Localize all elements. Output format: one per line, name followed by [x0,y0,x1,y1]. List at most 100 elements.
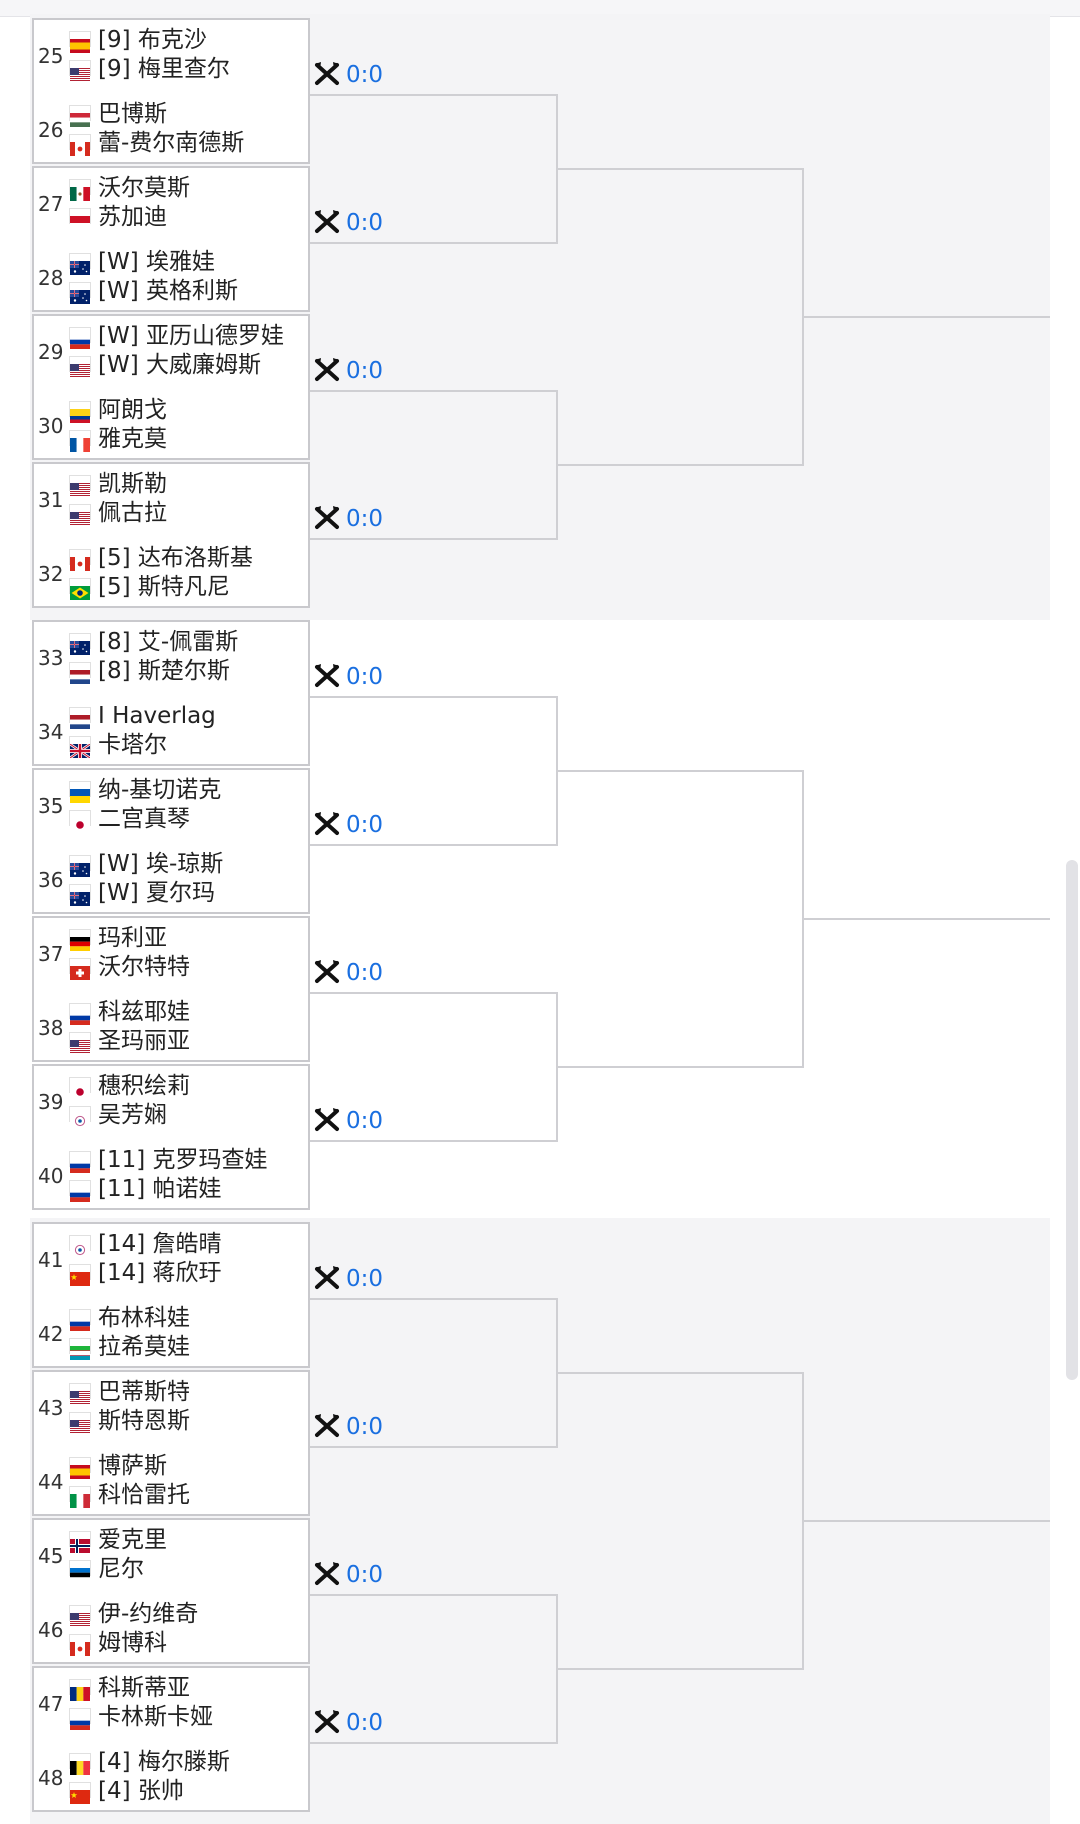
country-flag-icon [70,579,90,600]
player-row[interactable]: [11] 帕诺娃 [70,1175,222,1204]
player-slot[interactable]: 33[8] 艾-佩雷斯[8] 斯楚尔斯 [34,622,310,694]
player-slot[interactable]: 41[14] 詹皓晴[14] 蒋欣玗 [34,1224,310,1296]
match-score[interactable]: 0:0 [314,1106,383,1136]
player-row[interactable]: 卡塔尔 [69,731,167,760]
player-row[interactable]: 斯特恩斯 [70,1407,190,1436]
player-row[interactable]: 姆博科 [70,1629,167,1658]
player-row[interactable]: [4] 梅尔滕斯 [70,1748,230,1777]
player-row[interactable]: 卡林斯卡娅 [70,1703,213,1732]
player-row[interactable]: 二宫真琴 [70,805,190,834]
bracket-line [556,1594,558,1744]
player-slot[interactable]: 25[9] 布克沙[9] 梅里查尔 [34,20,310,92]
match-score[interactable]: 0:0 [314,1708,383,1738]
player-name: 穗积绘莉 [98,1073,190,1099]
player-row[interactable]: [8] 艾-佩雷斯 [70,628,238,657]
match-score[interactable]: 0:0 [314,60,383,90]
match-score[interactable]: 0:0 [314,208,383,238]
player-row[interactable]: [W] 夏尔玛 [70,879,215,908]
player-row[interactable]: 科斯蒂亚 [70,1674,190,1703]
crossed-rackets-icon [314,959,340,985]
bracket-line [802,168,804,466]
player-row[interactable]: [W] 埃雅娃 [70,248,215,277]
player-row[interactable]: 科兹耶娃 [70,998,190,1027]
crossed-rackets-icon [314,1107,340,1133]
player-row[interactable]: 圣玛丽亚 [70,1027,190,1056]
player-row[interactable]: 沃尔特特 [70,953,190,982]
player-row[interactable]: 凯斯勒 [70,470,167,499]
player-row[interactable]: [5] 斯特凡尼 [70,573,230,602]
player-row[interactable]: [11] 克罗玛查娃 [70,1146,268,1175]
player-row[interactable]: [W] 埃-琼斯 [70,850,223,879]
player-row[interactable]: 巴蒂斯特 [70,1378,190,1407]
player-row[interactable]: 博萨斯 [70,1452,167,1481]
player-row[interactable]: 阿朗戈 [70,396,167,425]
player-name: 卡林斯卡娅 [98,1704,213,1730]
match-score[interactable]: 0:0 [314,1560,383,1590]
player-row[interactable]: [W] 英格利斯 [70,277,238,306]
player-row[interactable]: 蕾-费尔南德斯 [70,129,244,158]
match-score[interactable]: 0:0 [314,1412,383,1442]
player-row[interactable]: 伊-约维奇 [70,1600,198,1629]
player-row[interactable]: [14] 蒋欣玗 [70,1259,222,1288]
bracket-line [802,1372,804,1670]
player-row[interactable]: 穗积绘莉 [70,1072,190,1101]
draw-position-number: 29 [38,340,64,364]
player-row[interactable]: 苏加迪 [70,203,167,232]
player-slot[interactable]: 28[W] 埃雅娃[W] 英格利斯 [34,242,310,314]
country-flag-icon [70,1004,90,1025]
player-row[interactable]: 吴芳娴 [70,1101,167,1130]
player-row[interactable]: 佩古拉 [70,499,167,528]
player-row[interactable]: 玛利亚 [70,924,167,953]
player-slot[interactable]: 40[11] 克罗玛查娃[11] 帕诺娃 [34,1140,310,1212]
player-row[interactable]: [14] 詹皓晴 [70,1230,222,1259]
player-row[interactable]: 雅克莫 [70,425,167,454]
match-score[interactable]: 0:0 [314,504,383,534]
match-score[interactable]: 0:0 [314,1264,383,1294]
player-row[interactable]: [W] 亚历山德罗娃 [70,322,284,351]
bracket-line [556,94,558,244]
player-row[interactable]: 纳-基切诺克 [70,776,221,805]
player-row[interactable]: 沃尔莫斯 [70,174,190,203]
player-row[interactable]: 尼尔 [70,1555,144,1584]
scrollbar[interactable] [1066,860,1078,1380]
player-slot[interactable]: 36[W] 埃-琼斯[W] 夏尔玛 [34,844,310,916]
player-name: [9] 布克沙 [98,27,207,53]
player-row[interactable]: [W] 大威廉姆斯 [70,351,261,380]
player-row[interactable]: I Haverlag [70,702,216,731]
match-score[interactable]: 0:0 [314,662,383,692]
player-row[interactable]: 爱克里 [70,1526,167,1555]
player-row[interactable]: [9] 梅里查尔 [70,55,230,84]
player-slot[interactable]: 48[4] 梅尔滕斯[4] 张帅 [34,1742,310,1814]
country-flag-icon [70,106,90,127]
player-name: 苏加迪 [98,204,167,230]
player-row[interactable]: [8] 斯楚尔斯 [70,657,230,686]
player-row[interactable]: 布林科娃 [70,1304,190,1333]
player-row[interactable]: 科恰雷托 [70,1481,190,1510]
player-row[interactable]: 巴博斯 [70,100,167,129]
match-score[interactable]: 0:0 [314,356,383,386]
player-row[interactable]: [5] 达布洛斯基 [70,544,253,573]
player-slot[interactable]: 29[W] 亚历山德罗娃[W] 大威廉姆斯 [34,316,310,388]
player-row[interactable]: [4] 张帅 [70,1777,184,1806]
country-flag-icon [70,1181,90,1202]
match-score[interactable]: 0:0 [314,810,383,840]
player-row[interactable]: [9] 布克沙 [70,26,207,55]
match-score[interactable]: 0:0 [314,958,383,988]
player-slot[interactable]: 32[5] 达布洛斯基[5] 斯特凡尼 [34,538,310,610]
player-row[interactable]: 拉希莫娃 [70,1333,190,1362]
